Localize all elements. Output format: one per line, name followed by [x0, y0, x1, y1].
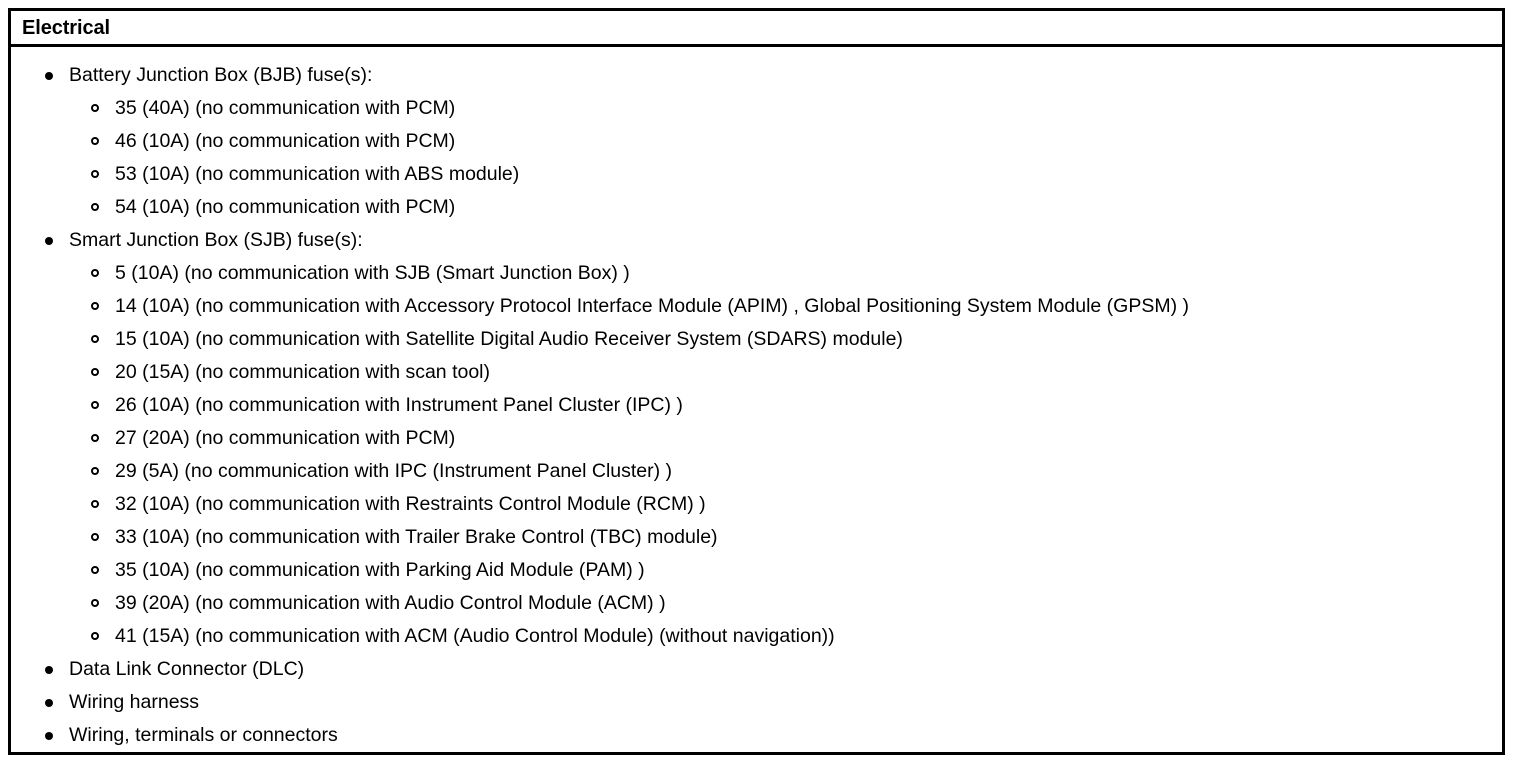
sub-list-item-label: 26 (10A) (no communication with Instrume…: [115, 394, 683, 416]
sub-list-item-label: 54 (10A) (no communication with PCM): [115, 196, 456, 218]
sub-list-item-label: 41 (15A) (no communication with ACM (Aud…: [115, 625, 835, 647]
sub-list-container: 35 (40A) (no communication with PCM) 46 (…: [11, 92, 1502, 224]
sub-list-item: 53 (10A) (no communication with ABS modu…: [11, 158, 1502, 191]
hollow-circle-bullet: [91, 368, 99, 376]
table-body-row: Battery Junction Box (BJB) fuse(s): 35 (4…: [11, 47, 1502, 752]
sub-list-item: 35 (10A) (no communication with Parking …: [11, 554, 1502, 587]
sub-list-item: 41 (15A) (no communication with ACM (Aud…: [11, 620, 1502, 653]
filled-disc-bullet: [45, 237, 53, 245]
hollow-circle-bullet: [91, 434, 99, 442]
list-item: Data Link Connector (DLC): [11, 653, 1502, 686]
sub-list-item: 46 (10A) (no communication with PCM): [11, 125, 1502, 158]
sub-list-item: 35 (40A) (no communication with PCM): [11, 92, 1502, 125]
list-item-label: Data Link Connector (DLC): [69, 658, 305, 680]
sub-list-item-label: 20 (15A) (no communication with scan too…: [115, 361, 491, 383]
list-item: Wiring, terminals or connectors: [11, 719, 1502, 752]
sub-list-item: 33 (10A) (no communication with Trailer …: [11, 521, 1502, 554]
sub-list-item-label: 53 (10A) (no communication with ABS modu…: [115, 163, 520, 185]
sub-list-item-label: 33 (10A) (no communication with Trailer …: [115, 526, 718, 548]
sub-list-item-label: 14 (10A) (no communication with Accessor…: [115, 295, 1190, 317]
sub-list-item: 15 (10A) (no communication with Satellit…: [11, 323, 1502, 356]
hollow-circle-bullet: [91, 335, 99, 343]
sub-list-item-label: 32 (10A) (no communication with Restrain…: [115, 493, 706, 515]
filled-disc-bullet: [45, 699, 53, 707]
filled-disc-bullet: [45, 732, 53, 740]
hollow-circle-bullet: [91, 269, 99, 277]
sub-list-item-label: 29 (5A) (no communication with IPC (Inst…: [115, 460, 673, 482]
sub-list-item: 54 (10A) (no communication with PCM): [11, 191, 1502, 224]
sub-list-item-label: 27 (20A) (no communication with PCM): [115, 427, 456, 449]
list-item: Wiring harness: [11, 686, 1502, 719]
sub-list-item: 26 (10A) (no communication with Instrume…: [11, 389, 1502, 422]
sub-list-item-label: 35 (40A) (no communication with PCM): [115, 97, 456, 119]
hollow-circle-bullet: [91, 632, 99, 640]
sub-list-item-label: 46 (10A) (no communication with PCM): [115, 130, 456, 152]
sub-list: 5 (10A) (no communication with SJB (Smar…: [11, 257, 1502, 653]
sub-list-item-label: 15 (10A) (no communication with Satellit…: [115, 328, 903, 350]
sub-list-container: 5 (10A) (no communication with SJB (Smar…: [11, 257, 1502, 653]
hollow-circle-bullet: [91, 203, 99, 211]
hollow-circle-bullet: [91, 566, 99, 574]
hollow-circle-bullet: [91, 500, 99, 508]
sub-list-item: 39 (20A) (no communication with Audio Co…: [11, 587, 1502, 620]
sub-list-item: 14 (10A) (no communication with Accessor…: [11, 290, 1502, 323]
sub-list-item: 20 (15A) (no communication with scan too…: [11, 356, 1502, 389]
table-header-row: Electrical: [11, 11, 1502, 47]
hollow-circle-bullet: [91, 170, 99, 178]
page-title: Electrical: [22, 16, 110, 39]
sub-list-item-label: 39 (20A) (no communication with Audio Co…: [115, 592, 666, 614]
filled-disc-bullet: [45, 72, 53, 80]
sub-list-item-label: 5 (10A) (no communication with SJB (Smar…: [115, 262, 630, 284]
list-item-label: Smart Junction Box (SJB) fuse(s):: [69, 229, 363, 251]
electrical-table: Electrical Battery Junction Box (BJB) fu…: [8, 8, 1505, 755]
list-item-label: Wiring, terminals or connectors: [69, 724, 338, 746]
hollow-circle-bullet: [91, 401, 99, 409]
hollow-circle-bullet: [91, 104, 99, 112]
list-item-label: Battery Junction Box (BJB) fuse(s):: [69, 64, 373, 86]
sub-list-item: 27 (20A) (no communication with PCM): [11, 422, 1502, 455]
hollow-circle-bullet: [91, 137, 99, 145]
sub-list-item-label: 35 (10A) (no communication with Parking …: [115, 559, 645, 581]
filled-disc-bullet: [45, 666, 53, 674]
hollow-circle-bullet: [91, 533, 99, 541]
electrical-cause-list: Battery Junction Box (BJB) fuse(s): 35 (4…: [11, 59, 1502, 752]
sub-list-item: 5 (10A) (no communication with SJB (Smar…: [11, 257, 1502, 290]
list-item: Smart Junction Box (SJB) fuse(s):: [11, 224, 1502, 257]
sub-list: 35 (40A) (no communication with PCM) 46 (…: [11, 92, 1502, 224]
hollow-circle-bullet: [91, 599, 99, 607]
sub-list-item: 29 (5A) (no communication with IPC (Inst…: [11, 455, 1502, 488]
list-item: Battery Junction Box (BJB) fuse(s):: [11, 59, 1502, 92]
list-item-label: Wiring harness: [69, 691, 200, 713]
hollow-circle-bullet: [91, 467, 99, 475]
hollow-circle-bullet: [91, 302, 99, 310]
sub-list-item: 32 (10A) (no communication with Restrain…: [11, 488, 1502, 521]
